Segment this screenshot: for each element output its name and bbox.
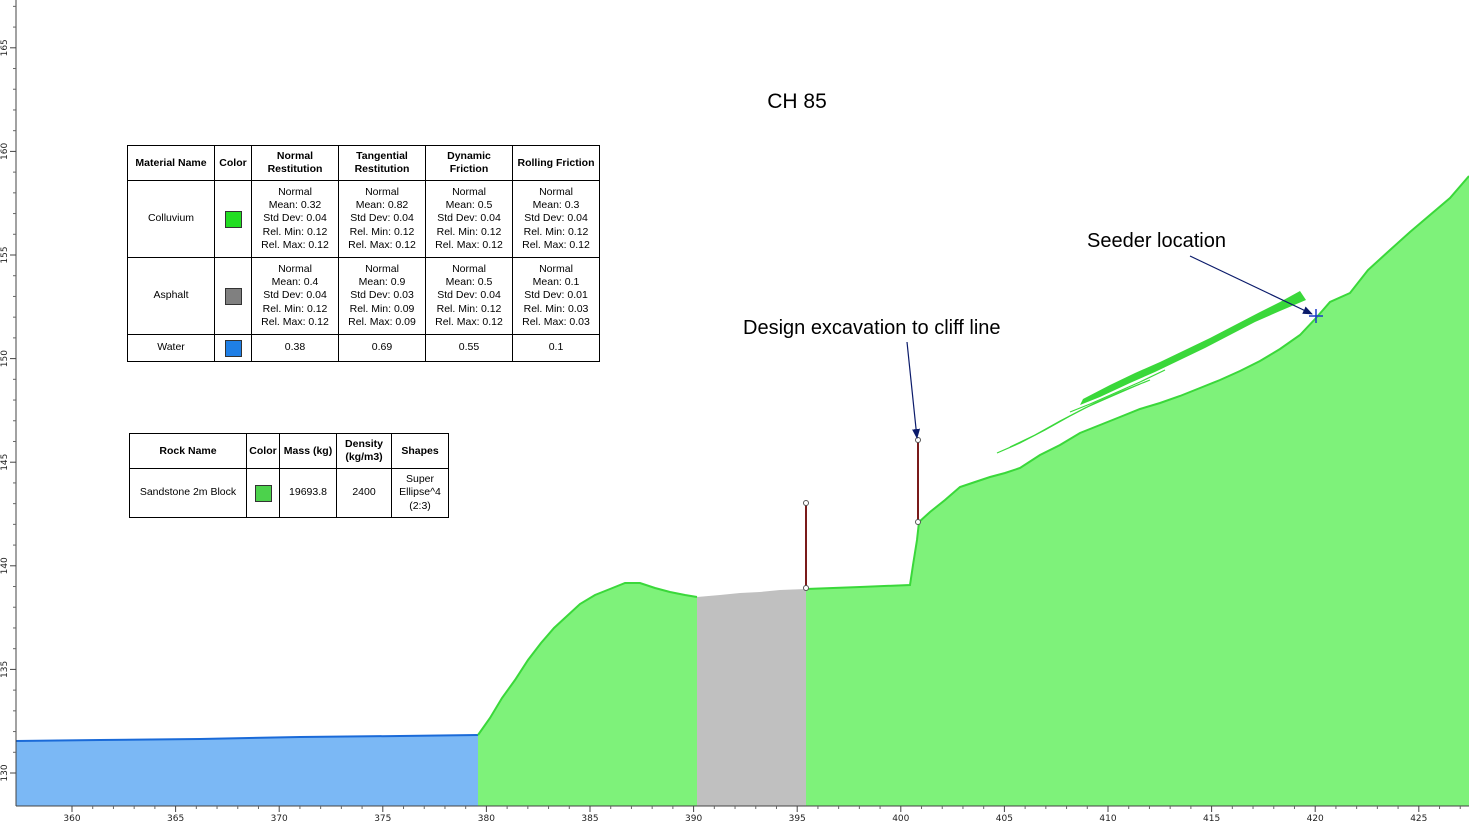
rock-name: Sandstone 2m Block [129, 468, 247, 518]
property-cell: 0.69 [338, 334, 426, 362]
barrier-left [803, 500, 809, 591]
water-region [16, 735, 478, 806]
material-name: Water [127, 334, 215, 362]
color-swatch [224, 287, 242, 305]
y-axis: 130 135 140 145 150 155 160 165 [0, 0, 17, 806]
x-tick-label: 380 [478, 814, 495, 822]
barrier-right [915, 437, 921, 525]
material-color [214, 257, 252, 335]
colluvium-region-right [806, 176, 1469, 806]
material-color [214, 334, 252, 362]
y-tick-label: 155 [0, 246, 10, 263]
y-tick-label: 135 [0, 661, 10, 678]
column-header: Color [246, 433, 280, 469]
x-tick-label: 425 [1410, 814, 1427, 822]
rock-shape: Super Ellipse^4 (2:3) [391, 468, 449, 518]
y-tick-label: 145 [0, 454, 10, 471]
x-tick-label: 385 [581, 814, 598, 822]
excavation-arrow [906, 341, 921, 439]
color-swatch [254, 484, 272, 502]
chart-title: CH 85 [767, 90, 827, 113]
ground-surface-line-right [805, 175, 1469, 590]
rock-density: 2400 [336, 468, 392, 518]
seeder-label: Seeder location [1087, 230, 1226, 252]
rock-mass: 19693.8 [279, 468, 337, 518]
color-swatch [224, 339, 242, 357]
x-tick-label: 395 [789, 814, 806, 822]
x-tick-label: 420 [1307, 814, 1324, 822]
y-tick-label: 130 [0, 764, 10, 781]
material-color [214, 180, 252, 258]
seeder-marker [1309, 309, 1323, 323]
column-header: Tangential Restitution [338, 145, 426, 181]
property-cell: 0.1 [512, 334, 600, 362]
rock-trajectories [996, 291, 1306, 454]
x-tick-label: 365 [167, 814, 184, 822]
y-tick-label: 140 [0, 557, 10, 574]
x-tick-label: 400 [892, 814, 909, 822]
column-header: Rolling Friction [512, 145, 600, 181]
x-tick-label: 390 [685, 814, 702, 822]
water-surface-line [15, 734, 479, 742]
property-cell: 0.55 [425, 334, 513, 362]
seeder-arrow [1189, 255, 1313, 315]
y-tick-label: 160 [0, 143, 10, 160]
trajectory-line [1009, 383, 1141, 448]
y-tick-label: 165 [0, 39, 10, 56]
y-tick-label: 150 [0, 350, 10, 367]
column-header: Rock Name [129, 433, 247, 469]
trajectory-band [1080, 291, 1306, 405]
excavation-label: Design excavation to cliff line [743, 317, 1001, 339]
column-header: Density (kg/m3) [336, 433, 392, 469]
column-header: Normal Restitution [251, 145, 339, 181]
column-header: Mass (kg) [279, 433, 337, 469]
x-tick-label: 370 [271, 814, 288, 822]
x-tick-label: 405 [996, 814, 1013, 822]
column-header: Material Name [127, 145, 215, 181]
trajectory-line [1069, 369, 1166, 413]
x-tick-label: 415 [1203, 814, 1220, 822]
ground-surface-line [477, 582, 698, 736]
x-tick-label: 375 [374, 814, 391, 822]
colluvium-region [478, 583, 697, 806]
column-header: Shapes [391, 433, 449, 469]
x-tick-label: 410 [1099, 814, 1116, 822]
rock-color [246, 468, 280, 518]
property-cell: 0.38 [251, 334, 339, 362]
asphalt-region [697, 589, 806, 806]
material-name: Asphalt [127, 257, 215, 335]
color-swatch [224, 210, 242, 228]
x-axis: 360 365 370 375 380 385 390 395 400 405 410 415 420 4… [16, 805, 1469, 822]
column-header: Dynamic Friction [425, 145, 513, 181]
x-tick-label: 360 [63, 814, 80, 822]
material-name: Colluvium [127, 180, 215, 258]
column-header: Color [214, 145, 252, 181]
